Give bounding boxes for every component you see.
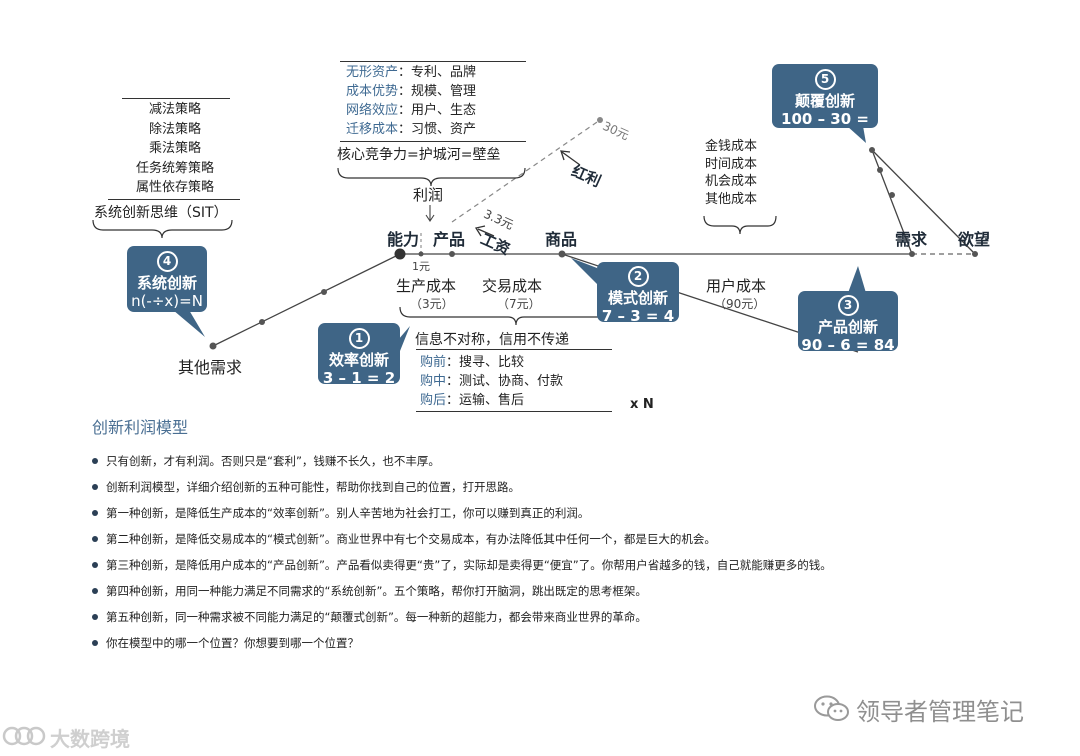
node-desire: 欲望 <box>958 230 991 249</box>
callout-equation: n(-÷x)=N <box>131 292 203 310</box>
callout-equation: 90 – 6 = 84 <box>801 336 895 354</box>
list-item: 只有创新，才有利润。否则只是“套利”，钱赚不长久，也不丰厚。 <box>92 448 832 474</box>
callout-efficiency-innovation: 1 效率创新 3 – 1 = 2 <box>318 323 400 387</box>
brand-logo-icon <box>2 726 46 746</box>
callout-title: 模式创新 <box>607 289 668 307</box>
callout-title: 效率创新 <box>328 351 389 369</box>
user-cost-value: （90元） <box>714 297 766 311</box>
user-cost-list: 金钱成本 时间成本 机会成本 其他成本 <box>705 138 757 208</box>
multiplier-label: x N <box>630 397 654 412</box>
callout-number: 4 <box>156 251 178 272</box>
user-cost-item: 机会成本 <box>705 174 758 189</box>
list-item: 第一种创新，是降低生产成本的“效率创新”。别人辛苦地为社会打工，你可以赚到真正的… <box>92 500 832 526</box>
info-asymmetry-label: 信息不对称，信用不传递 <box>415 332 569 348</box>
callout-title: 产品创新 <box>817 318 878 336</box>
moat-key: 无形资产 <box>346 65 399 80</box>
callout-equation: 3 – 1 = 2 <box>322 369 396 387</box>
moat-value: 用户、生态 <box>411 103 477 118</box>
production-cost-value: （3元） <box>410 297 454 311</box>
production-cost-label: 生产成本 <box>396 277 457 295</box>
moat-key: 网络效应 <box>346 103 399 118</box>
moat-value: 规模、管理 <box>411 84 477 99</box>
user-cost-item: 金钱成本 <box>705 139 758 154</box>
strategy-item: 减法策略 <box>148 102 201 117</box>
bullet-list: 只有创新，才有利润。否则只是“套利”，钱赚不长久，也不丰厚。 创新利润模型，详细… <box>92 448 832 656</box>
strategy-item: 乘法策略 <box>148 141 201 156</box>
list-item: 你在模型中的哪一个位置？你想要到哪一个位置？ <box>92 630 832 656</box>
transaction-key: 购中 <box>420 374 447 389</box>
user-cost-item: 其他成本 <box>705 191 758 207</box>
callout-number: 1 <box>348 328 370 349</box>
strategy-item: 属性依存策略 <box>135 180 214 195</box>
callout-disruptive-innovation: 5 颠覆创新 100 – 30 = 70 <box>772 64 878 146</box>
list-item: 第五种创新，同一种需求被不同能力满足的“颠覆式创新”。每一种新的超能力，都会带来… <box>92 604 832 630</box>
transaction-value: 搜寻、比较 <box>459 355 525 370</box>
moat-label: 核心竞争力=护城河=壁垒 <box>337 147 501 163</box>
node-product: 产品 <box>433 230 466 249</box>
moat-list: 无形资产：专利、品牌 成本优势：规模、管理 网络效应：用户、生态 迁移成本：习惯… <box>346 65 477 137</box>
callout-equation: 7 – 3 = 4 <box>601 307 675 325</box>
strategy-list: 减法策略 除法策略 乘法策略 任务统筹策略 属性依存策略 <box>100 100 250 198</box>
transaction-cost-value: （7元） <box>497 297 541 311</box>
callout-model-innovation: 2 模式创新 7 – 3 = 4 <box>597 262 679 325</box>
moat-key: 成本优势 <box>346 84 399 99</box>
strategy-item: 除法策略 <box>148 121 201 137</box>
node-goods: 商品 <box>545 230 578 249</box>
transaction-value: 测试、协商、付款 <box>459 374 564 389</box>
callout-number: 5 <box>814 69 836 90</box>
callout-number: 2 <box>627 266 649 287</box>
user-cost-item: 时间成本 <box>705 156 758 172</box>
moat-key: 迁移成本 <box>346 122 399 137</box>
watermark-left-text: 大数跨境 <box>50 727 130 751</box>
strategy-item: 任务统筹策略 <box>135 160 214 176</box>
wechat-icon <box>814 695 849 721</box>
price-1: 1元 <box>412 260 430 273</box>
transaction-cost-label: 交易成本 <box>482 277 543 295</box>
transaction-value: 运输、售后 <box>459 393 525 408</box>
node-ability: 能力 <box>387 230 420 249</box>
node-demand: 需求 <box>895 230 928 249</box>
list-item: 创新利润模型，详细介绍创新的五种可能性，帮助你找到自己的位置，打开思路。 <box>92 474 832 500</box>
moat-value: 专利、品牌 <box>411 65 477 80</box>
sit-label: 系统创新思维（SIT） <box>94 205 228 221</box>
callout-system-innovation: 4 系统创新 n(-÷x)=N <box>127 246 207 312</box>
node-other-demand: 其他需求 <box>178 358 243 377</box>
callout-title: 系统创新 <box>136 274 197 292</box>
list-item: 第四种创新，用同一种能力满足不同需求的“系统创新”。五个策略，帮你打开脑洞，跳出… <box>92 578 832 604</box>
transaction-key: 购前 <box>420 355 447 370</box>
section-title: 创新利润模型 <box>92 418 189 437</box>
list-item: 第二种创新，是降低交易成本的“模式创新”。商业世界中有七个交易成本，有办法降低其… <box>92 526 832 552</box>
transaction-list: 购前：搜寻、比较 购中：测试、协商、付款 购后：运输、售后 <box>420 355 564 408</box>
callout-title: 颠覆创新 <box>794 92 855 110</box>
watermark-right-text: 领导者管理笔记 <box>856 698 1024 726</box>
moat-value: 习惯、资产 <box>411 122 477 137</box>
transaction-key: 购后 <box>420 393 447 408</box>
user-cost-label: 用户成本 <box>706 277 767 295</box>
callout-equation: 100 – 30 = 70 <box>781 110 869 146</box>
list-item: 第三种创新，是降低用户成本的“产品创新”。产品看似卖得更“贵”了，实际却是卖得更… <box>92 552 832 578</box>
callout-number: 3 <box>837 295 859 316</box>
callout-product-innovation: 3 产品创新 90 – 6 = 84 <box>798 291 898 354</box>
profit-label: 利润 <box>413 186 444 204</box>
